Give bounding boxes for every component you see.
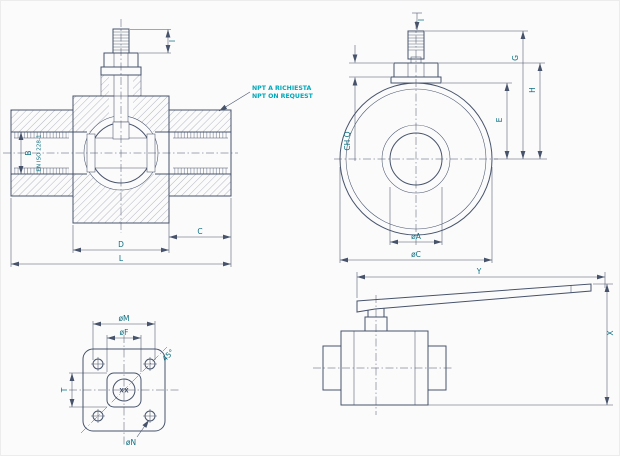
stem-square [106, 372, 142, 408]
section-centerlines [3, 19, 238, 233]
dim-label-t: T [60, 387, 69, 393]
dim-label-d: D [118, 240, 124, 249]
dim-label-c-front: øC [411, 250, 421, 259]
section-view: B EN ISO 228-1 I C D L NPT A RICHIESTA N… [3, 19, 314, 267]
section-dimensions: B EN ISO 228-1 I C D L [10, 29, 232, 267]
flange-centerlines [69, 335, 179, 445]
npt-note-line2: NPT ON REQUEST [252, 93, 314, 100]
front-view: I G H E CH Q øA øC [334, 12, 547, 263]
dim-label-i: I [168, 40, 177, 42]
side-geometry [322, 283, 592, 406]
front-centerlines [334, 21, 498, 245]
side-dimensions: Y X [356, 267, 615, 406]
flange-plate [82, 348, 166, 432]
left-port-stub [322, 345, 342, 391]
handle-lever [356, 283, 592, 313]
dim-label-x: X [606, 330, 615, 335]
side-view: Y X [313, 267, 615, 415]
flange-view: XX 45° øM øF T øN [60, 314, 179, 447]
dim-label-e: E [495, 117, 504, 122]
npt-note-line1: NPT A RICHIESTA [252, 85, 312, 92]
thread-right [173, 132, 228, 138]
dim-label-f: øF [120, 328, 129, 337]
thread-left [14, 132, 69, 138]
dim-label-chq: CH Q [343, 131, 352, 150]
thread-standard-label: EN ISO 228-1 [37, 134, 43, 172]
dim-label-h: H [528, 87, 537, 93]
dim-label-l: L [119, 254, 124, 263]
dim-label-a: øA [411, 232, 422, 241]
dim-label-y: Y [476, 267, 482, 276]
dim-label-angle: 45° [160, 347, 176, 363]
dim-label-i-front: I [417, 19, 426, 21]
dim-label-g: G [511, 55, 520, 61]
dim-label-b: B [24, 150, 33, 155]
side-centerlines [313, 295, 453, 415]
dim-label-n: øN [126, 438, 136, 447]
stem-stud-front [407, 30, 425, 60]
dim-label-c: C [197, 227, 202, 236]
dim-label-m: øM [118, 314, 129, 323]
npt-note: NPT A RICHIESTA NPT ON REQUEST [218, 85, 314, 112]
center-mark-label: XX [119, 388, 129, 395]
front-dimensions: I G H E CH Q øA øC [339, 12, 547, 263]
